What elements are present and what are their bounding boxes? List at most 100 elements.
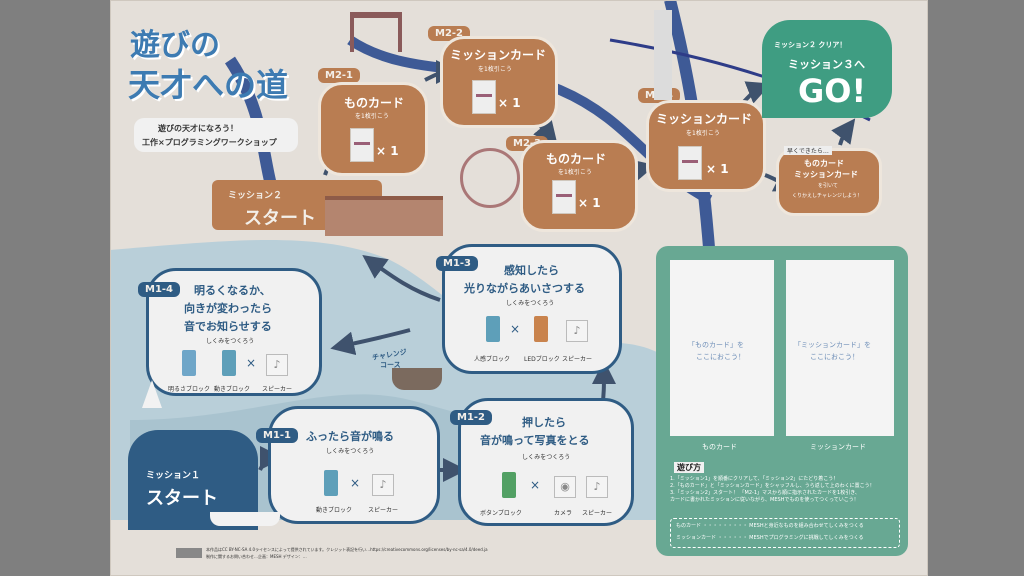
speaker-icon: ♪	[372, 474, 394, 496]
legend2: ミッションカード ・・・・・・ MESHでプログラミングに挑戦してしくみをつくる	[676, 535, 864, 541]
m2-4-count: × 1	[706, 162, 729, 176]
goal-big: GO!	[798, 72, 867, 110]
bonus-sub1: を引いて	[818, 183, 838, 189]
m2-3-title: ものカード	[546, 152, 607, 166]
m1-2-title1: 押したら	[522, 416, 566, 429]
bonus-title2: ミッションカード	[794, 170, 858, 179]
led-block-icon	[534, 316, 548, 342]
m2-2-title: ミッションカード	[450, 48, 547, 62]
legend-box	[670, 518, 900, 548]
m1-4-sub: しくみをつくろう	[206, 338, 255, 345]
times-icon: ×	[350, 476, 361, 490]
brightness-block-icon	[182, 350, 196, 376]
m1-3-item2: LEDブロック	[524, 356, 560, 363]
slot2-caption: ミッションカード	[810, 443, 866, 451]
m1-1-title: ふったら音が鳴る	[306, 430, 394, 443]
m1-3-sub: しくみをつくろう	[506, 300, 555, 307]
subtitle-line2: 工作×プログラミングワークショップ	[142, 138, 277, 147]
slot2-text2: ここにおこう！	[810, 353, 859, 361]
m1-4-item2: 動きブロック	[214, 386, 251, 393]
m1-1-tag: M1-1	[256, 428, 299, 443]
times-icon: ×	[530, 478, 541, 492]
gate-icon	[350, 12, 402, 52]
camera-icon: ◉	[554, 476, 576, 498]
m1-1-item1: 動きブロック	[316, 507, 353, 514]
rules-title: 遊び方	[674, 462, 704, 473]
card-slot-mission	[786, 260, 894, 436]
m2-1-tag: M2-1	[318, 68, 361, 83]
m2-2-node	[440, 36, 558, 128]
m2-3-card-icon	[552, 180, 576, 214]
times-icon: ×	[246, 356, 257, 370]
workshop-board: 遊びの 天才への道 遊びの天才になろう！ 工作×プログラミングワークショップ ミ…	[110, 0, 928, 576]
m2-4-title: ミッションカード	[656, 112, 753, 126]
m1-2-title2: 音が鳴って写真をとる	[480, 434, 590, 447]
m1-4-title2: 向きが変わったら	[184, 302, 272, 315]
goal-panel	[762, 20, 892, 118]
m1-4-tag: M1-4	[138, 282, 181, 297]
subtitle-line1: 遊びの天才になろう！	[158, 124, 238, 133]
m2-4-sub: を1枚引こう	[686, 130, 720, 137]
speaker-icon: ♪	[266, 354, 288, 376]
m1-1-sub: しくみをつくろう	[326, 448, 375, 455]
rule-item: 3.「ミッション2」スタート！ 「M2-1」マスから順に指示されたカードを1枚引…	[670, 490, 860, 496]
m2-3-sub: を1枚引こう	[558, 169, 592, 176]
m2-4-node	[646, 100, 766, 192]
m2-3-node	[520, 140, 638, 232]
red-brick-building	[325, 196, 443, 236]
legend1: ものカード ・・・・・・・・・ MESHと身近なものを組み合わせてしくみをつくる	[676, 523, 864, 529]
goal-line1: ミッション３へ	[788, 58, 865, 71]
ship-icon	[392, 368, 442, 390]
m1-4-item1: 明るさブロック	[168, 386, 211, 393]
m2-2-card-icon	[472, 80, 496, 114]
times-icon: ×	[510, 322, 521, 336]
bonus-pre: 早くできたら…	[784, 146, 832, 155]
mission2-start-title: スタート	[244, 208, 316, 229]
card-slot-mono	[670, 260, 774, 436]
title-line2: 天才への道	[128, 66, 289, 104]
speaker-icon: ♪	[586, 476, 608, 498]
m1-3-item1: 人感ブロック	[474, 356, 511, 363]
cruise-ship-icon	[210, 512, 280, 526]
m2-1-count: × 1	[376, 144, 399, 158]
sailboat-icon	[142, 380, 162, 408]
m1-2-item1: ボタンブロック	[480, 510, 522, 517]
m1-3-title1: 感知したら	[504, 264, 559, 277]
slot2-text1: 「ミッションカード」を	[794, 341, 871, 349]
slot1-text1: 「ものカード」を	[688, 341, 744, 349]
m1-1-box	[268, 406, 440, 524]
m1-4-item3: スピーカー	[262, 386, 293, 393]
tower-icon	[654, 10, 672, 100]
m2-4-card-icon	[678, 146, 702, 180]
ferris-wheel-icon	[460, 148, 520, 208]
m2-1-sub: を1枚引こう	[355, 113, 389, 120]
footer-line2: 制作に関するお問い合わせ…企画：MESH デザイン：…	[206, 554, 307, 559]
challenge-line2: コース	[380, 361, 401, 369]
m2-2-sub: を1枚引こう	[478, 66, 512, 73]
m1-4-title3: 音でお知らせする	[184, 320, 272, 333]
rule-item: 1.「ミッション1」を順番にクリアして、「ミッション2」にたどり着こう！	[670, 476, 839, 482]
mission2-start-label: ミッション２	[228, 191, 283, 201]
rule-item: 2.「ものカード」と「ミッションカード」をシャッフルし、うら返して上のわくに置こ…	[670, 483, 875, 489]
m1-3-title2: 光りながらあいさつする	[464, 282, 585, 295]
motion-sensor-block-icon	[486, 316, 500, 342]
title-line1: 遊びの	[130, 28, 220, 63]
motion-block-icon	[324, 470, 338, 496]
rules-list: 1.「ミッション1」を順番にクリアして、「ミッション2」にたどり着こう！ 2.「…	[670, 476, 902, 504]
m1-2-item3: スピーカー	[582, 510, 613, 517]
mission1-start-title: スタート	[146, 488, 218, 509]
slot1-text2: ここにおこう！	[696, 353, 745, 361]
m1-3-tag: M1-3	[436, 256, 479, 271]
m1-2-sub: しくみをつくろう	[522, 454, 571, 461]
cc-license-badge	[176, 548, 202, 558]
bonus-title1: ものカード	[804, 159, 844, 168]
speaker-icon: ♪	[566, 320, 588, 342]
mission1-start-label: ミッション１	[146, 471, 201, 481]
m1-1-item2: スピーカー	[368, 507, 399, 514]
subtitle-box	[134, 118, 298, 152]
m2-3-count: × 1	[578, 196, 601, 210]
motion-block-icon	[222, 350, 236, 376]
slot1-caption: ものカード	[702, 443, 737, 451]
m1-4-title1: 明るくなるか、	[194, 284, 271, 297]
m1-3-item3: スピーカー	[562, 356, 593, 363]
